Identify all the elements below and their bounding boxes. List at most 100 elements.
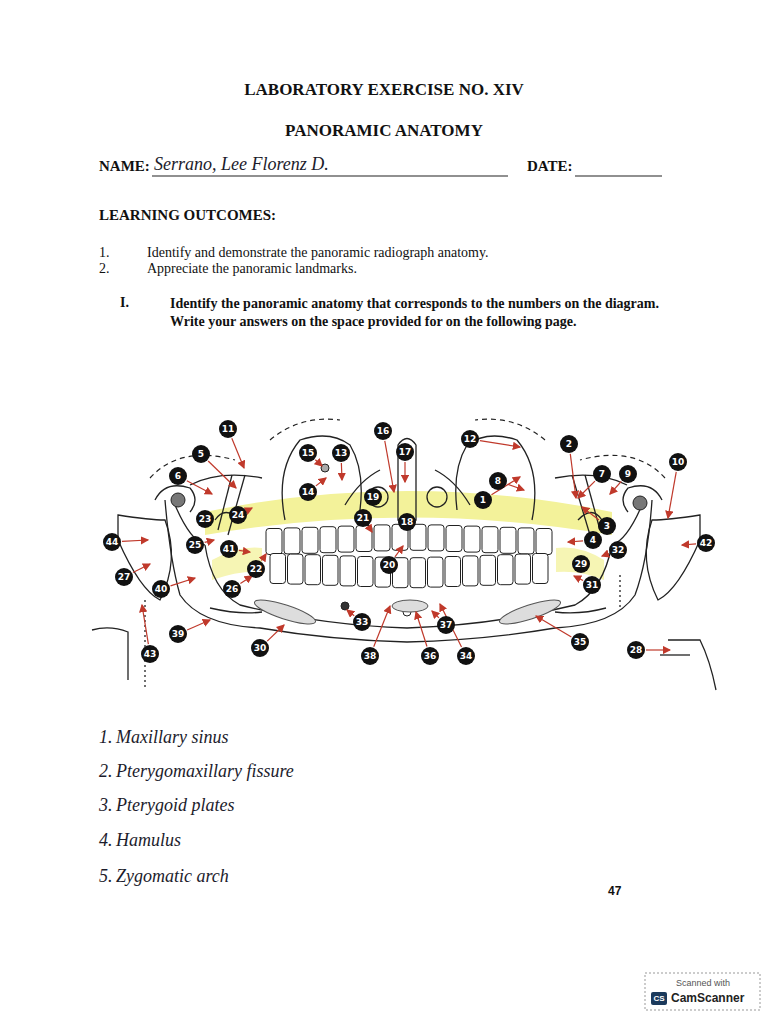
page-number: 47 <box>608 884 621 898</box>
callout-number: 4 <box>584 531 602 549</box>
answer-number: 2. <box>99 761 113 782</box>
callout-number: 44 <box>103 533 121 551</box>
callout-number: 28 <box>627 641 645 659</box>
handwritten-answer: Hamulus <box>116 830 181 851</box>
leader-arrow <box>574 576 583 581</box>
callout-text: 27 <box>118 573 131 582</box>
callout-text: 37 <box>440 621 453 630</box>
callout-number: 20 <box>380 556 398 574</box>
callout-number: 27 <box>115 568 133 586</box>
leader-arrow <box>316 478 326 486</box>
leader-arrow <box>208 461 236 488</box>
leader-arrow <box>341 463 343 480</box>
leader-arrow <box>610 481 621 494</box>
leader-arrow <box>582 507 599 520</box>
handwritten-answer: Pterygoid plates <box>116 795 234 816</box>
tooth <box>410 558 426 588</box>
tooth <box>445 557 461 587</box>
handwritten-answer: Maxillary sinus <box>116 727 229 748</box>
callout-number: 22 <box>247 560 265 578</box>
callout-text: 30 <box>254 644 267 653</box>
callout-text: 17 <box>399 448 412 457</box>
callout-number: 5 <box>192 445 210 463</box>
tooth <box>374 525 390 551</box>
field-label: DATE: <box>527 158 573 175</box>
leader-arrow <box>570 454 576 498</box>
leader-arrow <box>347 610 354 616</box>
leader-arrow <box>432 611 439 618</box>
callout-text: 29 <box>575 560 588 569</box>
callout-text: 11 <box>222 425 235 434</box>
leader-arrow <box>315 460 322 466</box>
callout-number: 24 <box>229 506 247 524</box>
callout-text: 18 <box>401 518 414 527</box>
scanner-logo: CS <box>651 992 667 1005</box>
callout-text: 7 <box>599 470 605 479</box>
leader-arrow <box>267 625 284 641</box>
handwritten-answer: Pterygomaxillary fissure <box>116 761 294 782</box>
callout-number: 32 <box>609 541 627 559</box>
mental-foramen <box>341 602 349 610</box>
tooth <box>356 526 372 552</box>
callout-text: 6 <box>175 472 181 481</box>
callout-text: 19 <box>367 493 380 502</box>
callout-text: 39 <box>172 630 185 639</box>
field-label: NAME: <box>99 158 150 175</box>
callout-number: 38 <box>361 647 379 665</box>
callout-text: 20 <box>383 561 396 570</box>
callout-number: 35 <box>571 633 589 651</box>
scanner-brand: CamScanner <box>671 991 744 1005</box>
tooth <box>498 555 514 585</box>
callout-text: 38 <box>364 652 377 661</box>
leader-arrow <box>232 438 244 468</box>
callout-text: 40 <box>155 585 168 594</box>
callout-number: 15 <box>299 444 317 462</box>
leader-arrow <box>142 605 148 644</box>
callout-text: 41 <box>223 545 236 554</box>
leader-arrow <box>578 481 595 498</box>
handwritten-name: Serrano, Lee Florenz D. <box>154 154 329 175</box>
leader-arrow <box>536 616 571 637</box>
ear-lobe <box>633 496 647 510</box>
callout-number: 33 <box>353 613 371 631</box>
callout-number: 41 <box>220 540 238 558</box>
subtitle: PANORAMIC ANATOMY <box>0 121 768 141</box>
scanner-caption: Scanned with <box>676 978 730 988</box>
date-underline <box>575 175 662 176</box>
leader-arrow <box>568 541 583 542</box>
callout-text: 2 <box>566 440 572 449</box>
skull-outline <box>92 436 716 690</box>
callout-number: 25 <box>186 536 204 554</box>
callout-number: 16 <box>374 422 392 440</box>
callout-text: 32 <box>612 546 625 555</box>
tooth <box>463 556 479 586</box>
orbit-rim <box>270 419 340 440</box>
answer-number: 4. <box>99 830 113 851</box>
tooth <box>500 527 516 553</box>
callout-text: 25 <box>189 541 202 550</box>
callout-text: 24 <box>232 511 245 520</box>
tooth <box>446 526 462 552</box>
tooth <box>428 525 444 551</box>
callout-number: 17 <box>396 443 414 461</box>
mandibular-canal <box>252 595 317 628</box>
callout-text: 35 <box>574 638 587 647</box>
ear-lobe <box>171 493 185 507</box>
answer-number: 1. <box>99 727 113 748</box>
tooth <box>464 526 480 552</box>
callout-text: 14 <box>302 488 315 497</box>
tooth <box>428 557 444 587</box>
callout-number: 43 <box>141 645 159 663</box>
callout-number: 9 <box>619 465 637 483</box>
instruction-text: Identify the panoramic anatomy that corr… <box>170 295 670 331</box>
leader-arrow <box>247 508 252 511</box>
leader-arrow <box>440 604 462 647</box>
callout-number: 19 <box>364 488 382 506</box>
leader-arrow <box>646 649 670 650</box>
callout-text: 1 <box>480 496 486 505</box>
leader-arrow <box>187 481 212 494</box>
tooth <box>288 554 304 584</box>
leader-arrow <box>668 472 676 518</box>
leader-arrow <box>171 578 195 586</box>
